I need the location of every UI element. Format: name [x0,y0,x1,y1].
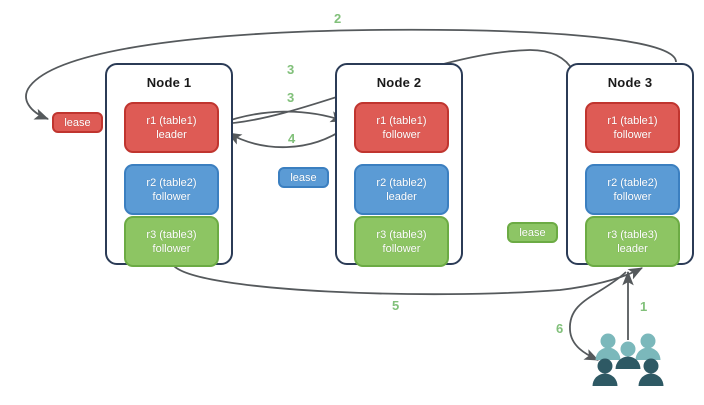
step-label-2: 2 [334,11,342,26]
replica-node-2-r1[interactable]: r1 (table1) follower [354,102,449,153]
step-label-3-upper: 3 [287,62,295,77]
replica-name: r3 (table3) [376,228,427,241]
replica-node-2-r3[interactable]: r3 (table3) follower [354,216,449,267]
replica-name: r3 (table3) [146,228,197,241]
node-card-node-2[interactable]: Node 2 r1 (table1) follower r2 (table2) … [335,63,463,267]
arrow-step-3-lower [218,110,346,125]
replica-node-3-r3[interactable]: r3 (table3) leader [585,216,680,267]
node-title-node-2: Node 2 [376,75,422,90]
node-card-node-1[interactable]: Node 1 r1 (table1) leader r2 (table2) fo… [105,63,233,267]
replica-node-3-r1[interactable]: r1 (table1) follower [585,102,680,153]
step-label-5: 5 [392,298,400,313]
replica-node-2-r2[interactable]: r2 (table2) leader [354,164,449,215]
replica-name: r3 (table3) [607,228,658,241]
step-label-1: 1 [640,299,648,314]
arrow-step-6 [569,271,627,361]
node-title-node-3: Node 3 [607,75,653,90]
arrow-step-2 [25,28,677,120]
lease-badge-table2[interactable]: lease [278,167,329,188]
replica-name: r2 (table2) [607,176,658,189]
replica-role: leader [617,242,648,255]
replica-node-1-r3[interactable]: r3 (table3) follower [124,216,219,267]
replica-role: follower [382,242,421,255]
replica-role: follower [613,128,652,141]
replica-role: follower [613,190,652,203]
replica-name: r2 (table2) [146,176,197,189]
replica-role: follower [382,128,421,141]
replica-node-3-r2[interactable]: r2 (table2) follower [585,164,680,215]
replica-role: leader [386,190,417,203]
replica-role: follower [152,190,191,203]
lease-badge-table3[interactable]: lease [507,222,558,243]
arrow-step-4 [227,125,349,149]
step-label-3-lower: 3 [287,90,295,105]
replica-node-1-r1[interactable]: r1 (table1) leader [124,102,219,153]
step-label-4: 4 [288,131,296,146]
arrow-step-5 [173,265,643,296]
node-card-node-3[interactable]: Node 3 r1 (table1) follower r2 (table2) … [566,63,694,267]
replica-role: follower [152,242,191,255]
replica-name: r1 (table1) [146,114,197,127]
lease-badge-table1[interactable]: lease [52,112,103,133]
replica-name: r1 (table1) [607,114,658,127]
replica-role: leader [156,128,187,141]
replica-node-1-r2[interactable]: r2 (table2) follower [124,164,219,215]
users-group-icon [592,333,664,386]
node-title-node-1: Node 1 [146,75,192,90]
replica-name: r1 (table1) [376,114,427,127]
replica-name: r2 (table2) [376,176,427,189]
step-label-6: 6 [556,321,564,336]
